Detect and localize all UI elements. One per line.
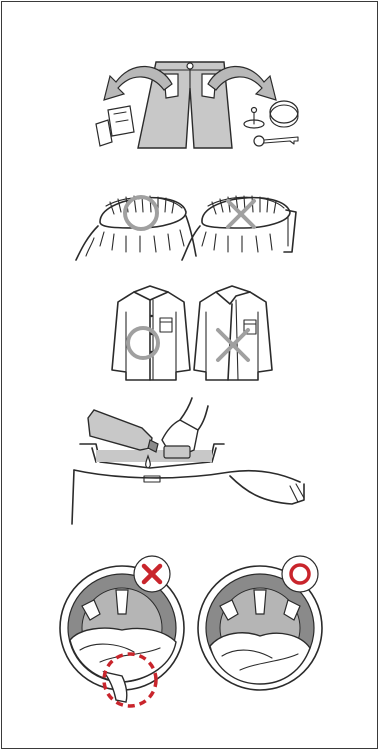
shirts-illustration — [112, 286, 272, 380]
key-icon — [254, 136, 298, 146]
detergent-bottle-icon — [88, 410, 152, 450]
shirt-buttoned — [112, 286, 190, 380]
coin-icon — [270, 101, 298, 123]
waistband-illustration — [76, 196, 296, 260]
sponge-icon — [164, 446, 190, 458]
incorrect-cross-grey-icon — [218, 330, 248, 360]
correct-circle-icon — [125, 197, 157, 229]
trousers-pockets-illustration — [96, 62, 298, 148]
incorrect-cross-red-icon — [134, 556, 170, 592]
incorrect-cross-grey-icon — [228, 201, 254, 227]
waistband-open — [182, 196, 296, 260]
shirt-unbuttoned — [194, 286, 272, 380]
correct-circle-red-icon — [282, 556, 318, 592]
drum-loading-illustration — [60, 556, 322, 706]
pretreat-collar-illustration — [72, 398, 304, 524]
